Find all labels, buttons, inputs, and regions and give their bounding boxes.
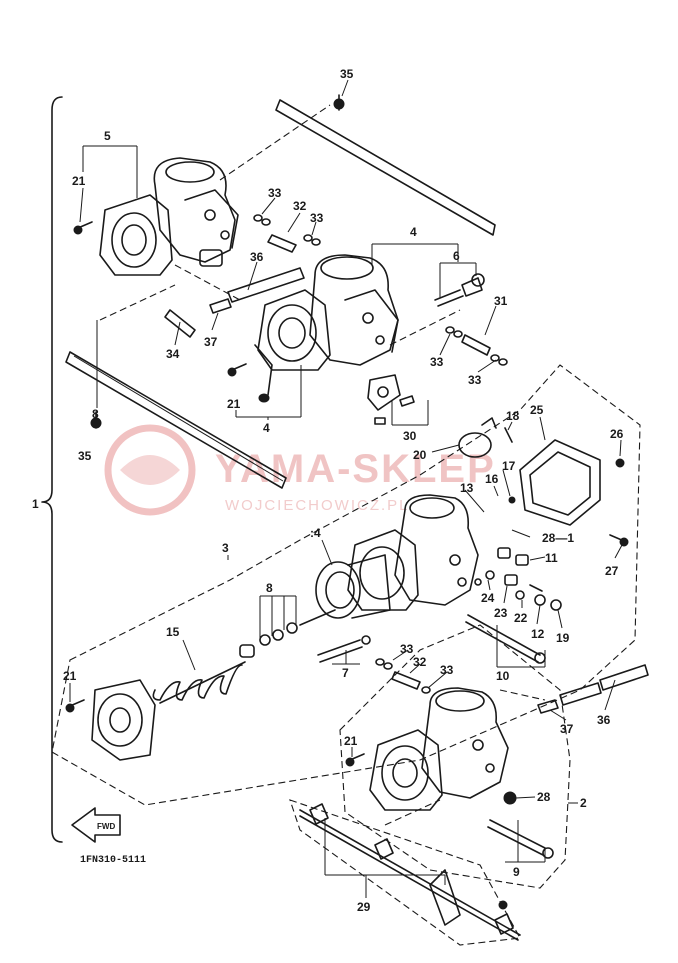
callout-36-top: 36: [250, 250, 264, 264]
leader-lines: [69, 79, 623, 898]
watermark-subtitle: WOJCIECHOWICZ.PL: [225, 497, 410, 514]
screw-9: [487, 819, 554, 859]
callout-1: 1: [32, 497, 39, 511]
callout-21-mid: 21: [227, 397, 241, 411]
float-chamber-cover: [519, 439, 629, 547]
callout-18: 18: [506, 409, 520, 423]
callout-3: 3: [222, 541, 229, 555]
needle-assembly-8: [239, 609, 336, 658]
callout-33-top-a: 33: [268, 186, 282, 200]
screws-21: [65, 221, 365, 767]
joint-31: [445, 326, 508, 366]
watermark-title: YAMA-SKLEP: [215, 447, 496, 491]
callout-33-top-b: 33: [310, 211, 324, 225]
forward-arrow-icon: FWD: [71, 807, 121, 843]
callout-20: 20: [413, 448, 427, 462]
callout-37-top: 37: [204, 335, 218, 349]
screws-7: [317, 635, 371, 663]
bolt-35-top: [333, 94, 345, 111]
callout-28: 28: [537, 790, 551, 804]
joint-pipes-bottom: [537, 664, 649, 714]
diagram-part-code: 1FN310-5111: [80, 855, 146, 866]
callout-29: 29: [357, 900, 371, 914]
callout-19: 19: [556, 631, 570, 645]
callout-11: 11: [545, 551, 558, 565]
joint-pipes-top: [164, 267, 305, 338]
callout-34: 34: [166, 347, 180, 361]
callout-30: 30: [403, 429, 417, 443]
small-hoses-bottom: [375, 658, 431, 694]
callout-25: 25: [530, 403, 544, 417]
assembly-bracket: [41, 96, 63, 843]
callout-21-lower-left: 21: [63, 669, 77, 683]
top-cover: [91, 679, 156, 761]
jet-parts: [474, 547, 562, 611]
callout-17: 17: [502, 459, 516, 473]
callout-21-top: 21: [72, 174, 86, 188]
diaphragm-14: [315, 554, 391, 619]
forward-arrow-label: FWD: [97, 822, 115, 831]
callout-labels: 35 5 21 33 32 33 4 6 36 31 34 37 33 33 2…: [32, 67, 624, 914]
callout-7: 7: [342, 666, 349, 680]
watermark-logo-icon: [104, 424, 196, 516]
carburetor-top: [99, 157, 239, 276]
top-gasket-strip: [275, 99, 496, 236]
callout-23: 23: [494, 606, 508, 620]
callout-36-bottom: 36: [597, 713, 611, 727]
watermark: YAMA-SKLEP WOJCIECHOWICZ.PL: [104, 424, 496, 516]
callout-16: 16: [485, 472, 499, 486]
carburetor-exploded-main: [347, 494, 479, 611]
callout-13: 13: [460, 481, 474, 495]
callout-27: 27: [605, 564, 619, 578]
carburetor-bottom: [369, 687, 517, 811]
callout-22: 22: [514, 611, 528, 625]
group-frame-2: [339, 624, 571, 889]
callout-14: :4: [310, 526, 321, 540]
callout-8-left: 8: [92, 407, 99, 421]
callout-21-bottom: 21: [344, 734, 358, 748]
callout-31: 31: [494, 294, 508, 308]
callout-4-top: 4: [410, 225, 417, 239]
callout-10: 10: [496, 669, 510, 683]
callout-32-bottom: 32: [413, 655, 427, 669]
callout-9: 9: [513, 865, 520, 879]
spring-15: [152, 661, 246, 704]
callout-12: 12: [531, 627, 545, 641]
callout-33-bottom-a: 33: [400, 642, 414, 656]
callout-37-bottom: 37: [560, 722, 574, 736]
callout-33-bottom-b: 33: [440, 663, 454, 677]
throttle-shaft-29: [299, 803, 521, 941]
callout-35-top: 35: [340, 67, 354, 81]
callout-33-mid-b: 33: [468, 373, 482, 387]
callout-24: 24: [481, 591, 495, 605]
callout-35-bottom: 35: [78, 449, 92, 463]
callout-8-right: 8: [266, 581, 273, 595]
carburetor-middle: [254, 254, 399, 403]
callout-28-1: 28—1: [542, 531, 574, 545]
pilot-screw-6: [434, 273, 485, 307]
callout-15: 15: [166, 625, 180, 639]
callout-4-mid: 4: [263, 421, 270, 435]
callout-33-mid-a: 33: [430, 355, 444, 369]
callout-6: 6: [453, 249, 460, 263]
bolt-35-bottom: [90, 411, 102, 429]
callout-32-top: 32: [293, 199, 307, 213]
side-gasket-strip: [65, 351, 287, 489]
needle-18: [504, 427, 516, 504]
group-frame-3: [51, 364, 641, 806]
throttle-link: [367, 374, 415, 425]
callout-26: 26: [610, 427, 624, 441]
callout-5: 5: [104, 129, 111, 143]
small-hoses-top: [253, 214, 321, 253]
callout-2: 2: [580, 796, 587, 810]
group-frame-29: [289, 799, 521, 946]
